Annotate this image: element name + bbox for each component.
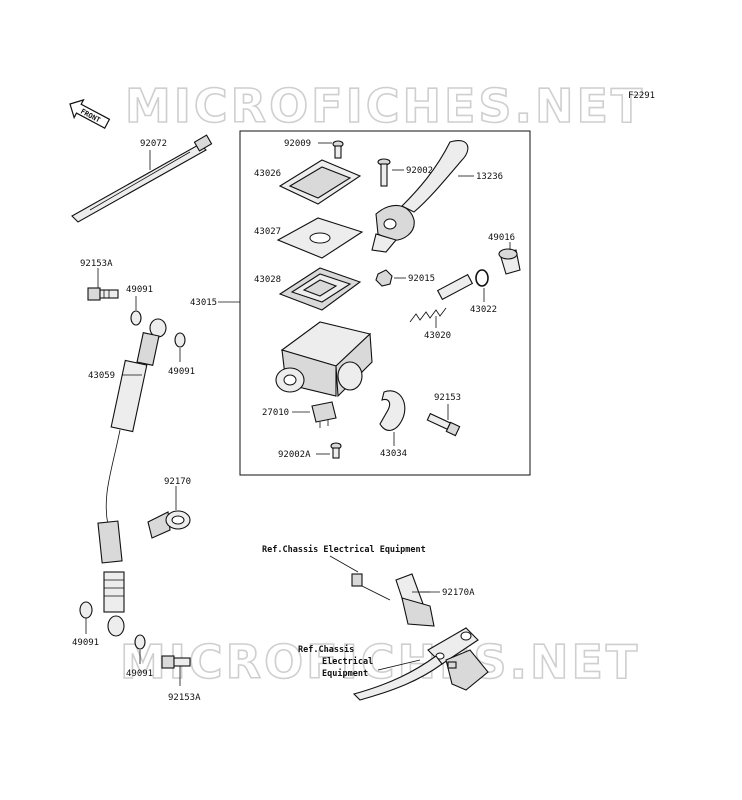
ref-chassis-electrical-top: Ref.Chassis Electrical Equipment: [262, 544, 426, 555]
label-43028: 43028: [254, 275, 281, 285]
ref-chassis-line-1: Ref.Chassis: [298, 644, 354, 655]
leader-ref-bottom: [377, 659, 421, 671]
label-92170a: 92170A: [442, 588, 475, 598]
banjo-bolt-92153a-top: [87, 268, 119, 301]
ref-chassis-line-2: Electrical: [322, 656, 373, 667]
leader-ref-top: [329, 555, 359, 573]
label-43020: 43020: [424, 331, 451, 341]
dust-boot-49016: [498, 248, 521, 275]
label-27010: 27010: [262, 408, 289, 418]
washer-49091-d: [134, 634, 146, 650]
reservoir-cap-43026: [278, 159, 362, 205]
label-92072: 92072: [140, 139, 167, 149]
figure-code: F2291: [628, 91, 655, 101]
label-92009: 92009: [284, 139, 311, 149]
label-43059: 43059: [88, 371, 115, 381]
washer-49091-b: [174, 332, 186, 348]
label-49091-d: 49091: [126, 669, 153, 679]
label-92153a-top: 92153A: [80, 259, 113, 269]
label-43027: 43027: [254, 227, 281, 237]
label-92153: 92153: [434, 393, 461, 403]
banjo-bolt-92153a-bottom: [161, 655, 191, 686]
brake-lever-13236: [371, 140, 469, 253]
label-92153a-bottom: 92153A: [168, 693, 201, 703]
diaphragm-43028: [278, 267, 362, 311]
diaphragm-plate-43027: [276, 217, 364, 259]
handlebar-lever-assembly: [352, 627, 489, 701]
holder-43034: [379, 390, 406, 431]
label-43026: 43026: [254, 169, 281, 179]
master-cylinder-body: [275, 321, 373, 398]
label-43034: 43034: [380, 449, 407, 459]
switch-bracket-92170a: [351, 573, 435, 627]
label-43015: 43015: [190, 298, 217, 308]
screw-92009: [332, 140, 344, 159]
label-49016: 49016: [488, 233, 515, 243]
label-13236: 13236: [476, 172, 503, 182]
label-49091-c: 49091: [72, 638, 99, 648]
watermark-top: MICROFICHES.NET: [125, 79, 645, 133]
cable-tie-92072: [71, 134, 213, 223]
watermark-bottom: MICROFICHES.NET: [120, 635, 640, 689]
circlip-43022: [475, 269, 489, 287]
washer-49091-a: [130, 310, 142, 326]
label-49091-a: 49091: [126, 285, 153, 295]
washer-49091-c: [79, 601, 93, 619]
piston-kit-43020: [409, 273, 474, 328]
label-43022: 43022: [470, 305, 497, 315]
screw-92002a: [330, 442, 342, 459]
nut-92015: [375, 269, 393, 287]
clamp-92170: [147, 486, 191, 539]
label-92015: 92015: [408, 274, 435, 284]
front-arrow-icon: FRONT: [69, 98, 111, 129]
master-cylinder-box: [239, 130, 531, 476]
brake-switch-27010: [311, 401, 337, 428]
bolt-92002: [377, 158, 391, 187]
label-92170: 92170: [164, 477, 191, 487]
label-92002a: 92002A: [278, 450, 311, 460]
brake-hose-43059: [97, 318, 167, 637]
ref-chassis-line-3: Equipment: [322, 668, 368, 679]
label-92002: 92002: [406, 166, 433, 176]
label-49091-b: 49091: [168, 367, 195, 377]
bolt-92153: [426, 412, 461, 437]
